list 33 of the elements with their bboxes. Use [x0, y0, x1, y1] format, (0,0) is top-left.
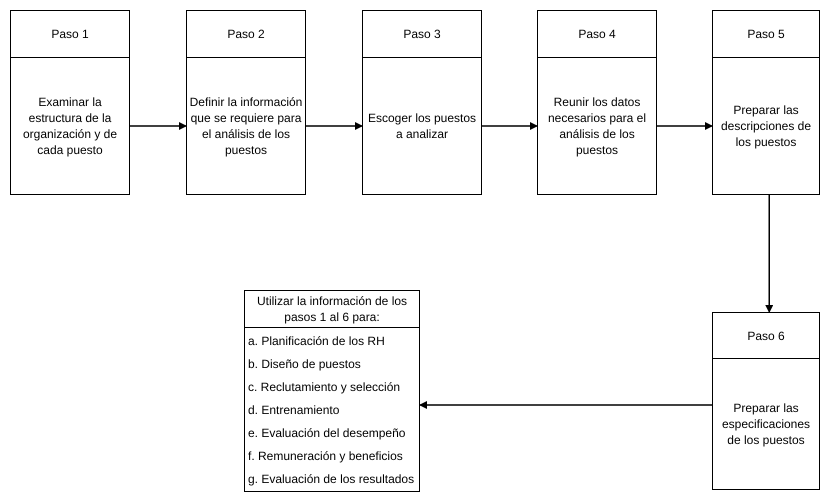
- list-box: [244, 290, 420, 492]
- arrow: [130, 122, 187, 130]
- arrow: [419, 401, 712, 409]
- list-item: g. Evaluación de los resultados: [247, 471, 416, 488]
- process-box: [362, 10, 482, 195]
- step-heading: Paso 3: [363, 11, 481, 58]
- step-heading: Paso 4: [538, 11, 656, 58]
- arrow: [765, 195, 774, 313]
- process-box: [712, 10, 820, 195]
- arrow: [657, 122, 713, 130]
- list-item: f. Remuneración y beneficios: [247, 448, 404, 465]
- arrow: [306, 122, 363, 130]
- step-description: Preparar las especificaciones de los puestos: [720, 400, 812, 449]
- step-description: Definir la información que se requiere para el análisis de los puestos: [188, 94, 304, 159]
- process-box: [186, 10, 306, 195]
- list-heading: Utilizar la información de los pasos 1 al 6 para:: [245, 291, 419, 328]
- list-item: a. Planificación de los RH: [247, 333, 386, 350]
- step-description: Reunir los datos necesarios para el análisis de los puestos: [546, 94, 648, 159]
- step-description: Escoger los puestos a analizar: [366, 110, 478, 143]
- process-box: [712, 312, 820, 490]
- list-item: d. Entrenamiento: [247, 402, 340, 419]
- step-description: Examinar la estructura de la organización y de cada puesto: [22, 94, 118, 159]
- process-box: [10, 10, 130, 195]
- step-heading: Paso 1: [11, 11, 129, 58]
- list-item: b. Diseño de puestos: [247, 356, 362, 373]
- step-heading: Paso 6: [713, 313, 819, 359]
- arrow: [482, 122, 538, 130]
- list-item: e. Evaluación del desempeño: [247, 425, 406, 442]
- list-item: c. Reclutamiento y selección: [247, 379, 402, 396]
- step-heading: Paso 2: [187, 11, 305, 58]
- process-box: [537, 10, 657, 195]
- step-description: Preparar las descripciones de los puestos: [720, 102, 812, 151]
- step-heading: Paso 5: [713, 11, 819, 58]
